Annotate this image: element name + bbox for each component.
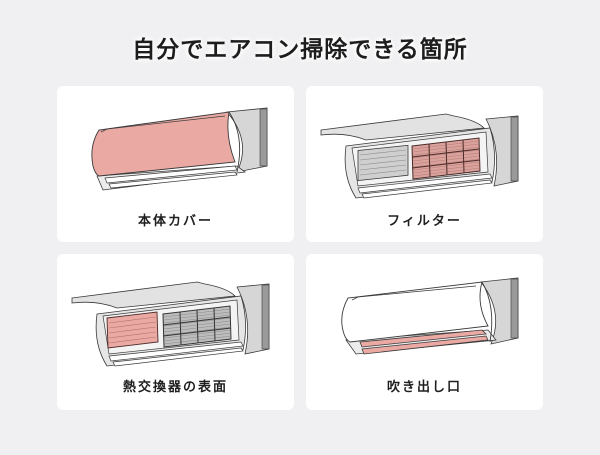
page-title: 自分でエアコン掃除できる箇所: [132, 37, 468, 63]
label-heat-exchanger: 熱交換器の表面: [122, 380, 228, 395]
card-air-outlet: 吹き出し口: [306, 254, 543, 410]
card-body-cover: 本体カバー: [57, 86, 294, 242]
card-heat-exchanger: 熱交換器の表面: [57, 254, 294, 410]
label-air-outlet: 吹き出し口: [386, 380, 462, 395]
air-conditioner-body-cover-icon: [91, 107, 268, 191]
card-filter: フィルター: [306, 86, 543, 242]
air-conditioner-filter-icon: [320, 113, 519, 199]
air-conditioner-air-outlet-icon: [341, 277, 519, 355]
label-filter: フィルター: [387, 214, 462, 229]
air-conditioner-heat-exchanger-icon: [71, 281, 270, 367]
label-body-cover: 本体カバー: [137, 214, 213, 229]
